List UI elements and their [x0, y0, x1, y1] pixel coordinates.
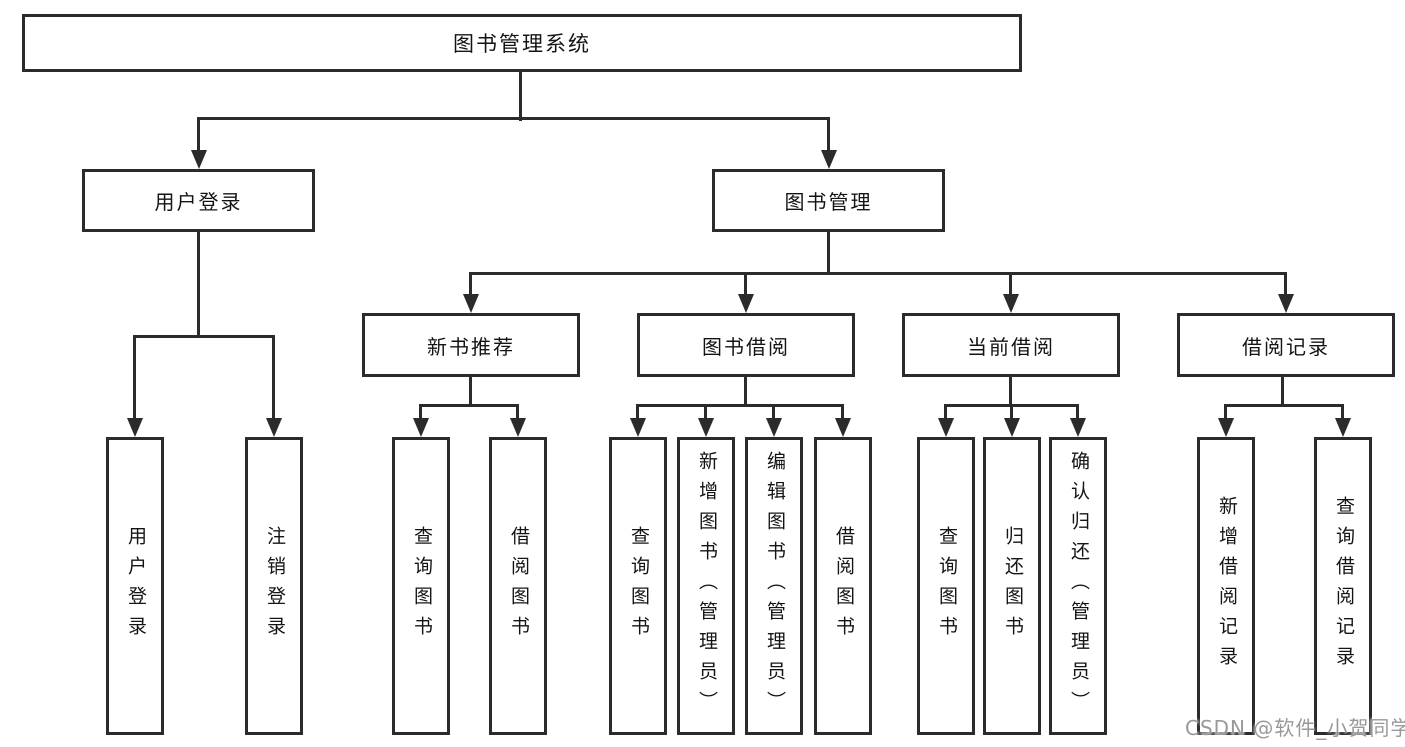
node-library-system: 图书管理系统: [22, 14, 1022, 72]
leaf-label: 注销登录: [263, 526, 286, 646]
connector-line: [1281, 377, 1284, 407]
leaf-user-login: 用户登录: [106, 437, 164, 735]
leaf-label: 新增图书（管理员）: [695, 451, 718, 721]
leaf-recommend-query-book: 查询图书: [392, 437, 450, 735]
leaf-label: 查询图书: [410, 526, 433, 646]
connector-line: [272, 335, 275, 421]
connector-line: [419, 404, 519, 407]
arrow-down-icon: [1070, 418, 1086, 437]
arrow-down-icon: [127, 418, 143, 437]
leaf-label: 借阅图书: [832, 526, 855, 646]
leaf-current-query-book: 查询图书: [917, 437, 975, 735]
leaf-label: 查询借阅记录: [1332, 496, 1355, 676]
connector-line: [1009, 377, 1012, 407]
leaf-current-return-book: 归还图书: [983, 437, 1041, 735]
node-new-book-recommend: 新书推荐: [362, 313, 580, 377]
connector-line: [133, 335, 136, 421]
leaf-label: 借阅图书: [507, 526, 530, 646]
arrow-down-icon: [630, 418, 646, 437]
arrow-down-icon: [821, 150, 837, 169]
node-label: 图书管理: [784, 190, 873, 214]
connector-line: [772, 404, 775, 421]
arrow-down-icon: [1003, 294, 1019, 313]
connector-line: [1284, 272, 1287, 297]
connector-line: [469, 272, 1287, 275]
node-borrowing-records: 借阅记录: [1177, 313, 1395, 377]
leaf-records-add-record: 新增借阅记录: [1197, 437, 1255, 735]
watermark: CSDN @软件_小贺同学: [1185, 716, 1405, 740]
connector-line: [516, 404, 519, 421]
arrow-down-icon: [1278, 294, 1294, 313]
arrow-down-icon: [413, 418, 429, 437]
connector-line: [944, 404, 947, 421]
leaf-label: 编辑图书（管理员）: [763, 451, 786, 721]
connector-line: [469, 377, 472, 407]
node-book-borrowing: 图书借阅: [637, 313, 855, 377]
leaf-records-query-record: 查询借阅记录: [1314, 437, 1372, 735]
leaf-borrowing-edit-book-admin: 编辑图书（管理员）: [745, 437, 803, 735]
leaf-recommend-borrow-book: 借阅图书: [489, 437, 547, 735]
node-user-login: 用户登录: [82, 169, 315, 232]
connector-line: [704, 404, 707, 421]
node-label: 图书管理系统: [453, 32, 591, 56]
connector-line: [419, 404, 422, 421]
node-label: 图书借阅: [702, 334, 790, 359]
leaf-current-confirm-return-admin: 确认归还（管理员）: [1049, 437, 1107, 735]
connector-line: [1341, 404, 1344, 421]
connector-line: [841, 404, 844, 421]
leaf-borrowing-add-book-admin: 新增图书（管理员）: [677, 437, 735, 735]
node-current-borrowing: 当前借阅: [902, 313, 1120, 377]
connector-line: [744, 272, 747, 297]
connector-line: [636, 404, 639, 421]
connector-line: [469, 272, 472, 297]
arrow-down-icon: [835, 418, 851, 437]
arrow-down-icon: [1004, 418, 1020, 437]
connector-line: [1076, 404, 1079, 421]
arrow-down-icon: [266, 418, 282, 437]
connector-line: [197, 117, 830, 120]
leaf-label: 归还图书: [1001, 526, 1024, 646]
leaf-borrowing-query-book: 查询图书: [609, 437, 667, 735]
arrow-down-icon: [766, 418, 782, 437]
connector-line: [1010, 404, 1013, 421]
leaf-label: 用户登录: [124, 526, 147, 646]
arrow-down-icon: [191, 150, 207, 169]
connector-line: [519, 72, 522, 121]
connector-line: [827, 232, 830, 275]
leaf-logout: 注销登录: [245, 437, 303, 735]
leaf-borrowing-borrow-book: 借阅图书: [814, 437, 872, 735]
connector-line: [1224, 404, 1344, 407]
arrow-down-icon: [738, 294, 754, 313]
leaf-label: 新增借阅记录: [1215, 496, 1238, 676]
connector-line: [133, 335, 275, 338]
arrow-down-icon: [510, 418, 526, 437]
node-label: 借阅记录: [1242, 334, 1330, 359]
node-label: 新书推荐: [427, 334, 515, 359]
node-label: 用户登录: [154, 190, 243, 214]
connector-line: [636, 404, 844, 407]
arrow-down-icon: [938, 418, 954, 437]
connector-line: [1009, 272, 1012, 297]
arrow-down-icon: [1218, 418, 1234, 437]
connector-line: [827, 117, 830, 154]
arrow-down-icon: [698, 418, 714, 437]
node-label: 当前借阅: [967, 334, 1055, 359]
leaf-label: 查询图书: [935, 526, 958, 646]
leaf-label: 确认归还（管理员）: [1067, 451, 1090, 721]
arrow-down-icon: [463, 294, 479, 313]
connector-line: [197, 232, 200, 338]
connector-line: [744, 377, 747, 407]
leaf-label: 查询图书: [627, 526, 650, 646]
node-book-management: 图书管理: [712, 169, 945, 232]
connector-line: [197, 117, 200, 154]
connector-line: [1224, 404, 1227, 421]
arrow-down-icon: [1335, 418, 1351, 437]
